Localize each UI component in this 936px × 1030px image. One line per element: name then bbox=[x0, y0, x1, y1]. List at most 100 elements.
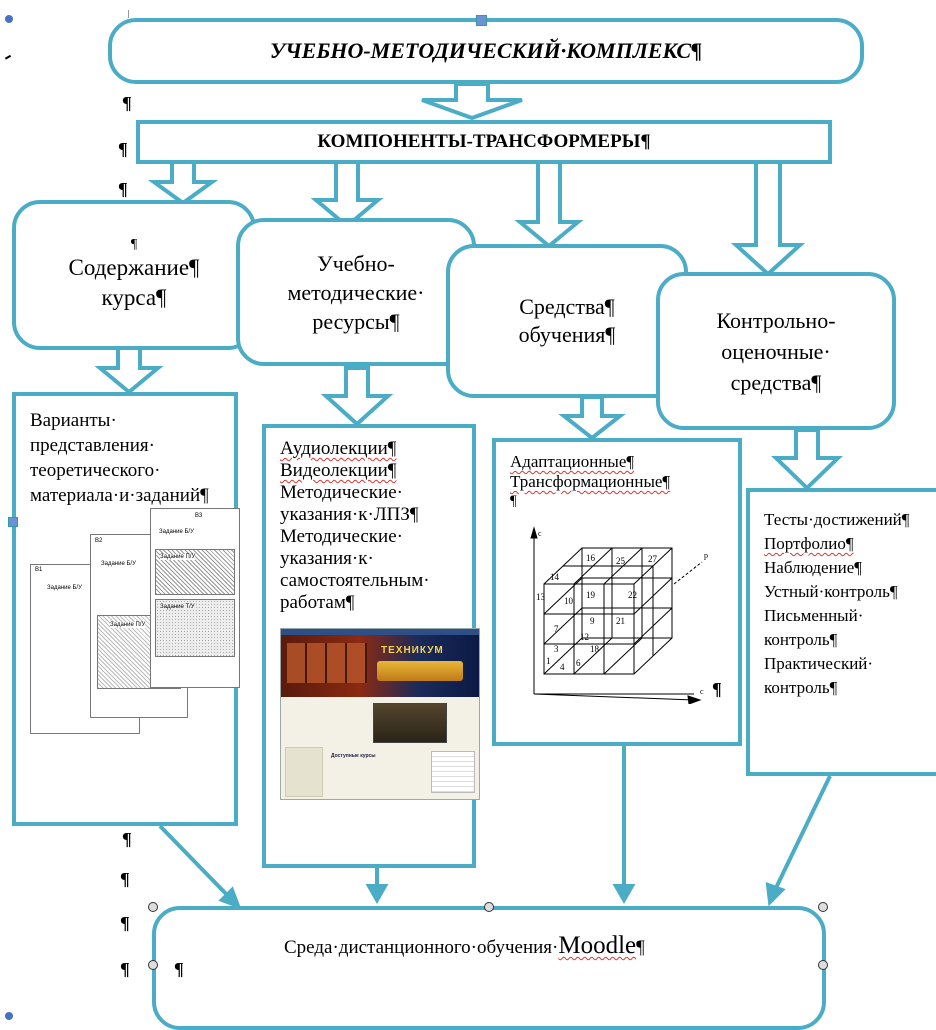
category-content-line: курса¶ bbox=[101, 285, 167, 310]
moodle-box: Среда·дистанционного·обучения·Moodle¶ ¶ bbox=[152, 906, 826, 1030]
cube-number: 13 bbox=[536, 592, 546, 602]
category-assessment: Контрольно- оценочные· средства¶ bbox=[656, 272, 896, 430]
col2-line: работам¶ bbox=[280, 592, 355, 613]
screenshot-calendar bbox=[431, 751, 475, 793]
cube-number: 4 bbox=[560, 662, 565, 672]
pilcrow-mark: ¶ bbox=[120, 913, 130, 933]
page-label: B3 bbox=[195, 513, 203, 519]
screenshot-caption: Доступные курсы bbox=[331, 753, 376, 759]
banner-photos bbox=[287, 643, 367, 683]
page-task: Задание П/У bbox=[110, 622, 146, 628]
components-text: КОМПОНЕНТЫ-ТРАНСФОРМЕРЫ¶ bbox=[317, 131, 651, 152]
col2-line: указания·к·ЛПЗ¶ bbox=[280, 504, 419, 525]
col4-line: Письменный· bbox=[764, 606, 864, 625]
cube-number: 6 bbox=[576, 658, 581, 668]
resize-handle[interactable] bbox=[8, 517, 18, 527]
axis-label: p bbox=[704, 551, 708, 560]
arrowhead-col4-moodle bbox=[765, 882, 786, 907]
resize-handle[interactable] bbox=[148, 960, 158, 970]
screenshot-sidebar bbox=[285, 747, 323, 797]
arrow-assessment-to-col4 bbox=[771, 428, 843, 491]
col2-line: Видеолекции¶ bbox=[280, 460, 397, 481]
page-b3: B3 Задание Б/У Задание П/У Задание Т/У bbox=[150, 508, 240, 688]
category-tools-line: Средства¶ bbox=[519, 294, 615, 319]
col1-box: Варианты· представления· теоретического·… bbox=[12, 392, 240, 826]
col2-line: Методические· bbox=[280, 482, 403, 503]
arrowhead-col1-moodle bbox=[218, 886, 242, 910]
cube-number: 1 bbox=[546, 656, 551, 666]
col4-line: Практический· bbox=[764, 654, 874, 673]
page-label: B2 bbox=[95, 538, 103, 544]
arrow-title-to-components bbox=[421, 82, 523, 121]
components-box: КОМПОНЕНТЫ-ТРАНСФОРМЕРЫ¶ bbox=[136, 120, 832, 164]
moodle-line: Среда·дистанционного·обучения·Moodle¶ bbox=[284, 932, 645, 960]
arrow-to-assessment bbox=[730, 160, 806, 277]
category-tools: Средства¶ обучения¶ bbox=[446, 244, 688, 398]
pilcrow-mark: ¶ bbox=[120, 869, 130, 889]
moodle-suffix: ¶ bbox=[636, 937, 645, 958]
category-content: ¶ Содержание¶ курса¶ bbox=[12, 200, 256, 350]
page-hatch: Задание П/У bbox=[155, 549, 235, 595]
col4-line: Тесты·достижений¶ bbox=[764, 510, 910, 529]
category-content-line: Содержание¶ bbox=[68, 255, 200, 280]
col3-line: ¶ bbox=[510, 493, 517, 509]
col1-line: представления· bbox=[30, 435, 155, 456]
resize-handle[interactable] bbox=[148, 902, 158, 912]
category-resources-line: Учебно- bbox=[317, 250, 395, 276]
resize-handle[interactable] bbox=[818, 960, 828, 970]
col4-box: Тесты·достижений¶ Портфолио¶ Наблюдение¶… bbox=[746, 488, 936, 776]
resize-handle[interactable] bbox=[5, 1012, 13, 1020]
page-label: B1 bbox=[35, 567, 43, 573]
arrow-to-tools bbox=[514, 160, 584, 249]
cube-number: 18 bbox=[590, 644, 600, 654]
resize-handle[interactable] bbox=[5, 15, 13, 23]
axis-label: c bbox=[538, 529, 542, 538]
cube-number: 27 bbox=[648, 554, 658, 564]
arrowhead-col3-moodle bbox=[612, 884, 636, 905]
screenshot-photo bbox=[373, 703, 447, 743]
category-tools-line: обучения¶ bbox=[518, 322, 616, 347]
page-task: Задание П/У bbox=[160, 554, 196, 560]
arrow-content-to-col1 bbox=[94, 346, 164, 395]
pilcrow-mark: ¶ bbox=[120, 959, 130, 979]
col1-line: теоретического· bbox=[30, 460, 161, 481]
cube-figure: 16 25 27 14 13 10 19 22 7 1 4 3 12 21 18… bbox=[530, 526, 708, 704]
col2-line: самостоятельным· bbox=[280, 570, 430, 591]
arrow-resources-to-col2 bbox=[320, 366, 394, 427]
pilcrow-mark: ¶ bbox=[122, 829, 132, 849]
page-task: Задание Б/У bbox=[101, 561, 136, 567]
page-dots: Задание Т/У bbox=[155, 599, 235, 657]
resize-handle[interactable] bbox=[484, 902, 494, 912]
screenshot-banner: ТЕХНИКУМ bbox=[281, 635, 479, 697]
banner-subtitle bbox=[377, 661, 463, 681]
category-resources-line: ресурсы¶ bbox=[312, 308, 400, 334]
cube-number: 19 bbox=[586, 590, 596, 600]
col4-line: Наблюдение¶ bbox=[764, 558, 863, 577]
moodle-brand: Moodle bbox=[558, 932, 637, 959]
resize-handle[interactable] bbox=[476, 15, 487, 26]
category-assessment-line: оценочные· bbox=[721, 338, 831, 364]
page-task: Задание Б/У bbox=[159, 529, 194, 535]
arrow-to-content bbox=[147, 160, 219, 206]
axis-label: c bbox=[700, 687, 704, 696]
cube-number: 10 bbox=[564, 596, 574, 606]
pilcrow-mark: ¶ bbox=[118, 139, 128, 159]
screenshot-navbar bbox=[281, 629, 479, 635]
col2-box: Аудиолекции¶ Видеолекции¶ Методические· … bbox=[262, 424, 480, 868]
website-screenshot: ТЕХНИКУМ Доступные курсы bbox=[280, 628, 480, 800]
resize-handle[interactable] bbox=[818, 902, 828, 912]
col2-line: Методические· bbox=[280, 526, 403, 547]
col3-line: Адаптационные¶ bbox=[510, 452, 635, 471]
col1-line: Варианты· bbox=[30, 410, 117, 431]
moodle-pilcrow: ¶ bbox=[174, 959, 184, 979]
page-task: Задание Б/У bbox=[47, 585, 82, 591]
col4-line: Портфолио¶ bbox=[764, 534, 854, 553]
category-resources-line: методические· bbox=[287, 279, 425, 305]
cube-number: 14 bbox=[550, 572, 560, 582]
col2-line: Аудиолекции¶ bbox=[280, 438, 397, 459]
title-box: УЧЕБНО-МЕТОДИЧЕСКИЙ·КОМПЛЕКС¶ bbox=[108, 18, 864, 84]
arrowhead-col2-moodle bbox=[365, 884, 389, 905]
cube-number: 16 bbox=[586, 553, 596, 563]
arrow-to-resources bbox=[310, 160, 384, 229]
category-content-line: ¶ bbox=[130, 237, 138, 252]
